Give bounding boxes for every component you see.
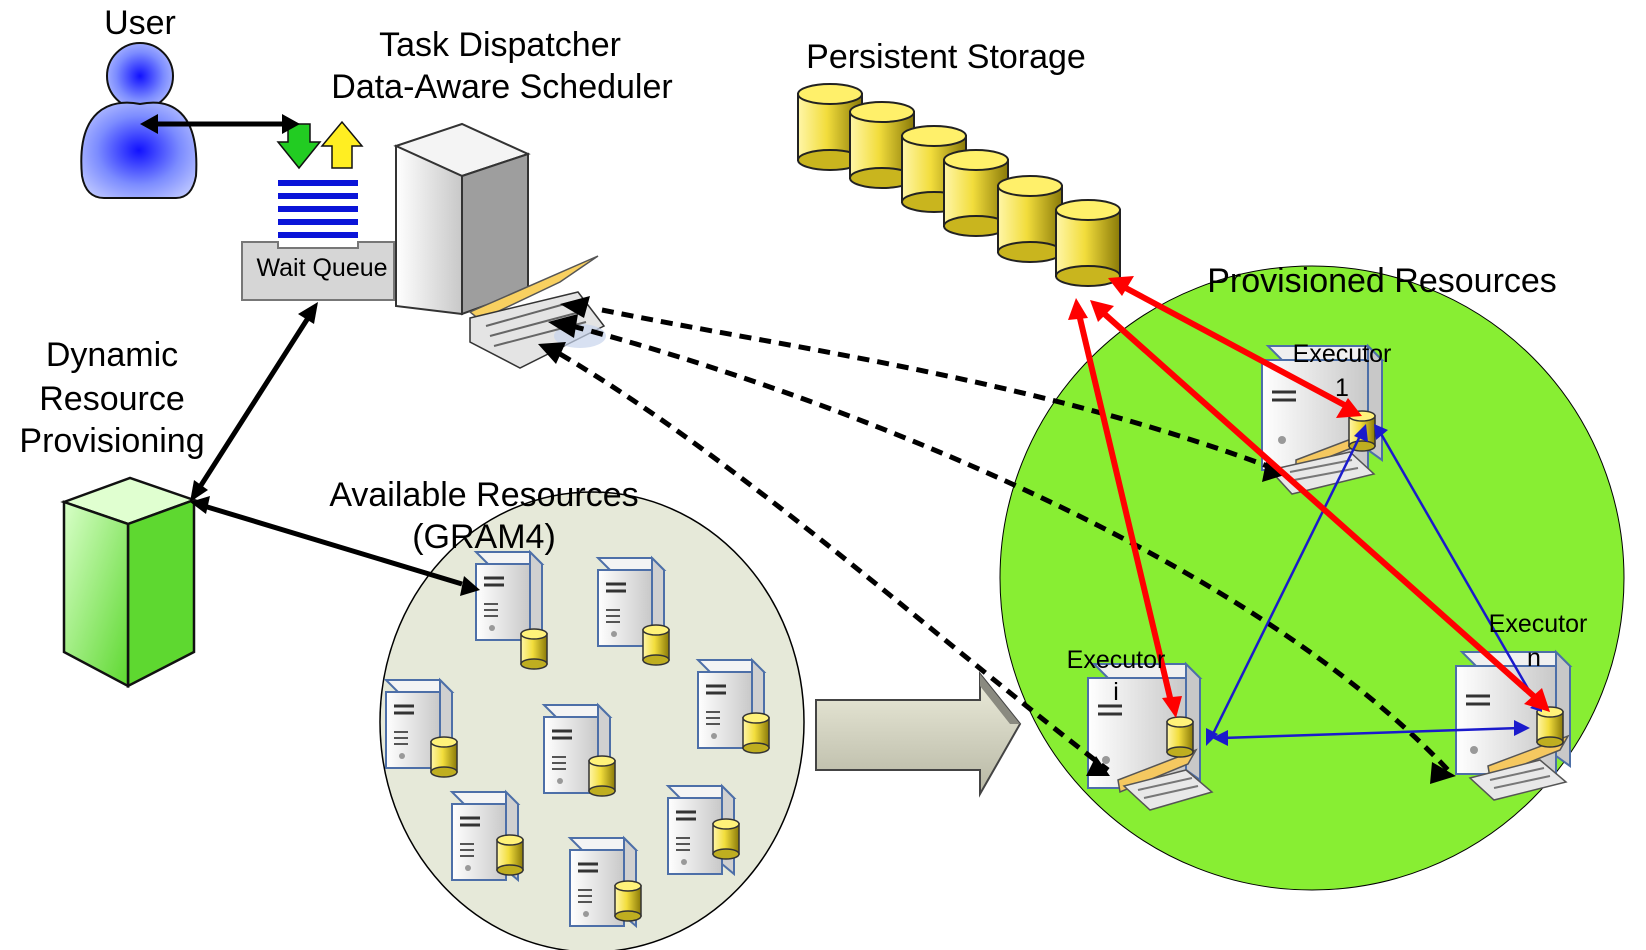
- data-arrows: [1075, 283, 1540, 707]
- executor-n-index: n: [1527, 644, 1541, 672]
- available-server: [384, 678, 458, 778]
- provisioning-server-icon: [60, 476, 198, 689]
- provisioned-resources-label: Provisioned Resources: [1207, 262, 1557, 300]
- upload-arrow-icon: [320, 120, 364, 169]
- peer-arrowhead: [1514, 720, 1530, 736]
- available-label-line2: (GRAM4): [412, 518, 556, 556]
- queue-provisioning-arrow: [190, 302, 318, 502]
- wait-queue-box: [241, 241, 395, 301]
- drp-label-line3: Provisioning: [19, 422, 204, 460]
- drp-label-line2: Resource: [39, 380, 185, 418]
- dispatch-arrows: [558, 307, 1450, 772]
- peer-arrowhead: [1374, 424, 1388, 440]
- executor-i-server: [1087, 661, 1214, 811]
- dispatcher-server-icon: [393, 122, 606, 369]
- peer-arrows: [1210, 431, 1540, 740]
- dispatch-arrowhead: [548, 314, 578, 338]
- peer-arrowhead: [1354, 424, 1368, 442]
- available-server: [696, 658, 770, 754]
- available-server: [568, 836, 642, 928]
- drp-label-line1: Dynamic: [46, 336, 178, 374]
- peer-arrowhead: [1212, 730, 1228, 746]
- big-arrow-icon: [815, 671, 1022, 798]
- dispatcher-label-line1: Task Dispatcher: [379, 26, 621, 64]
- data-arrowhead: [1068, 298, 1088, 320]
- peer-arrowhead: [1206, 728, 1218, 746]
- data-arrowhead: [1090, 300, 1114, 322]
- storage-disk-icon: [997, 175, 1063, 263]
- data-arrowhead: [1162, 696, 1182, 718]
- data-arrowhead: [1524, 688, 1550, 712]
- dispatch-arrowhead: [1262, 462, 1288, 482]
- executor-1-index: 1: [1335, 374, 1349, 402]
- executor-i-label: Executor: [1067, 646, 1166, 674]
- data-arrowhead: [1336, 398, 1362, 418]
- available-server: [450, 790, 524, 882]
- persistent-storage-label: Persistent Storage: [806, 38, 1086, 76]
- user-queue-arrow: [140, 114, 300, 134]
- storage-disk-icon: [1055, 199, 1121, 287]
- executor-1-label: Executor: [1293, 340, 1392, 368]
- dispatcher-label-line2: Data-Aware Scheduler: [331, 68, 672, 106]
- dispatch-arrowhead: [560, 296, 590, 318]
- queue-icon: [278, 180, 358, 238]
- available-server: [666, 784, 740, 876]
- download-arrow-icon: [276, 123, 322, 170]
- dispatch-arrowhead: [1086, 756, 1110, 776]
- dispatch-arrowhead: [1430, 762, 1456, 784]
- dispatch-arrowhead: [538, 342, 566, 364]
- available-server: [542, 703, 616, 797]
- wait-queue-label: Wait Queue: [256, 254, 387, 282]
- executor-n-label: Executor: [1489, 610, 1588, 638]
- user-label: User: [104, 4, 176, 42]
- available-label-line1: Available Resources: [329, 476, 638, 514]
- data-arrowhead: [1108, 276, 1134, 296]
- user-icon: [80, 42, 198, 199]
- provisioning-available-arrow: [190, 496, 480, 596]
- executor-i-index: i: [1113, 678, 1119, 706]
